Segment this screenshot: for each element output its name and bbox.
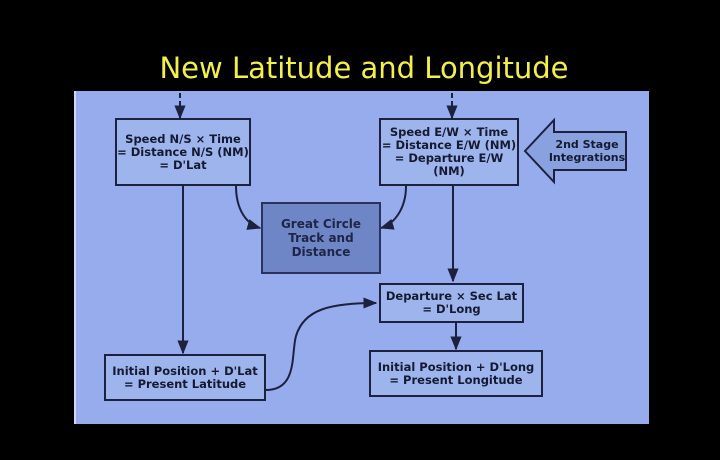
speed-ns-line-2: = Distance N/S (NM) (117, 144, 249, 159)
departure-line-2: = D'Long (422, 302, 481, 316)
speed-ew-line-1: Speed E/W × Time (389, 125, 509, 139)
great-circle-box: Great Circle Track and Distance (261, 202, 381, 274)
departure-seclat-box: Departure × Sec Lat = D'Long (379, 283, 524, 323)
speed-ew-line-4: (NM) (433, 164, 465, 178)
present-longitude-box: Initial Position + D'Long = Present Long… (369, 350, 543, 397)
speed-ns-line-1: Speed N/S × Time (125, 131, 241, 146)
present-latitude-box: Initial Position + D'Lat = Present Latit… (104, 354, 266, 401)
speed-ew-line-3: = Departure E/W (394, 151, 504, 165)
connector-layer (174, 93, 627, 391)
flowchart-panel: Speed N/S × Time = Distance N/S (NM) = D… (74, 91, 649, 424)
stage-arrow-line-1: 2nd Stage (555, 138, 619, 151)
speed-ns-box: Speed N/S × Time = Distance N/S (NM) = D… (115, 118, 251, 186)
present-latitude-line-2: = Present Latitude (123, 376, 247, 391)
stage-arrow-shape (523, 117, 627, 185)
connector-latitude-to-seclat (265, 297, 378, 391)
stage-arrow-line-2: Integrations (548, 151, 626, 164)
great-circle-line-1: Great Circle (280, 217, 362, 231)
speed-ns-line-3: = D'Lat (159, 157, 207, 172)
slide-title: New Latitude and Longitude (159, 51, 569, 85)
great-circle-line-3: Distance (291, 245, 351, 259)
stage-arrow-label: 2nd Stage Integrations (542, 138, 632, 164)
present-longitude-line-2: = Present Longitude (389, 372, 523, 387)
departure-line-1: Departure × Sec Lat (385, 289, 518, 303)
speed-ew-box: Speed E/W × Time = Distance E/W (NM) = D… (379, 118, 519, 186)
connector-dlat-to-great-circle (235, 185, 262, 230)
present-longitude-line-1: Initial Position + D'Long (377, 359, 535, 374)
present-latitude-line-1: Initial Position + D'Lat (112, 363, 258, 378)
speed-ew-line-2: = Distance E/W (NM) (381, 138, 517, 152)
great-circle-line-2: Track and (288, 231, 354, 245)
connector-departure-to-great-circle (379, 185, 407, 230)
